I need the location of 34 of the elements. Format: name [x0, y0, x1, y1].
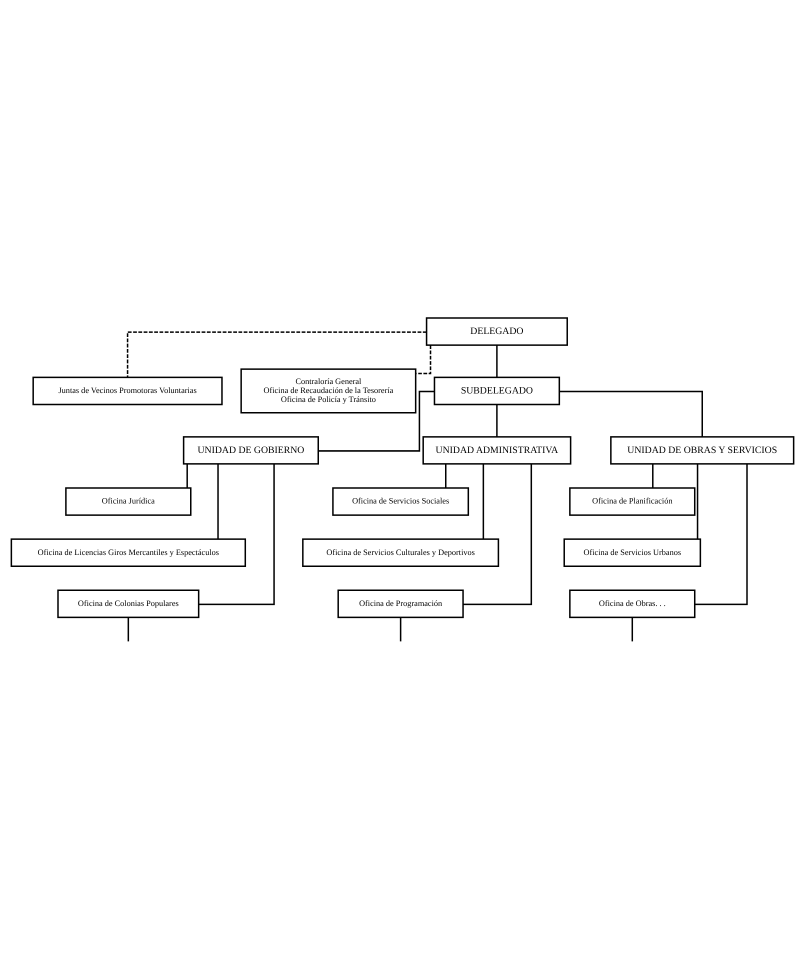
connector — [400, 617, 402, 641]
connector — [126, 330, 427, 377]
connector — [496, 344, 498, 377]
node-box: Juntas de Vecinos Promotoras Voluntarias — [32, 376, 223, 405]
connector — [559, 390, 703, 436]
connector — [482, 463, 484, 539]
connector — [198, 464, 275, 605]
node-box: Contraloría General Oficina de Recaudación de la Tesorería Oficina de Policía y Tránsito — [240, 368, 416, 414]
node-box: Oficina de Licencias Giros Mercantiles y Espectáculos — [10, 538, 246, 566]
node-box: Oficina Jurídica — [65, 486, 192, 516]
connector — [696, 463, 698, 539]
connector — [695, 464, 748, 605]
node-box: UNIDAD DE GOBIERNO — [182, 436, 319, 464]
connector — [186, 464, 188, 488]
connector — [318, 390, 434, 452]
node-box: Oficina de Planificación — [569, 486, 696, 516]
connector — [128, 617, 130, 641]
connector — [416, 344, 432, 374]
connector — [652, 464, 654, 488]
connector — [463, 464, 532, 605]
node-box: Oficina de Servicios Urbanos — [563, 538, 702, 566]
connector — [632, 617, 634, 641]
node-box: Oficina de Colonias Populares — [57, 589, 200, 618]
node-box: Oficina de Servicios Culturales y Deportivos — [302, 538, 500, 566]
connector — [496, 404, 498, 436]
node-box: Oficina de Obras. . . — [569, 589, 696, 618]
node-box: Oficina de Servicios Sociales — [332, 486, 470, 516]
node-box: UNIDAD DE OBRAS Y SERVICIOS — [610, 436, 794, 464]
node-box: Oficina de Programación — [337, 589, 464, 618]
node-box: SUBDELEGADO — [434, 376, 560, 405]
node-box: UNIDAD ADMINISTRATIVA — [422, 436, 572, 464]
connector — [445, 464, 446, 488]
node-box: DELEGADO — [426, 316, 568, 346]
connector — [217, 463, 219, 539]
